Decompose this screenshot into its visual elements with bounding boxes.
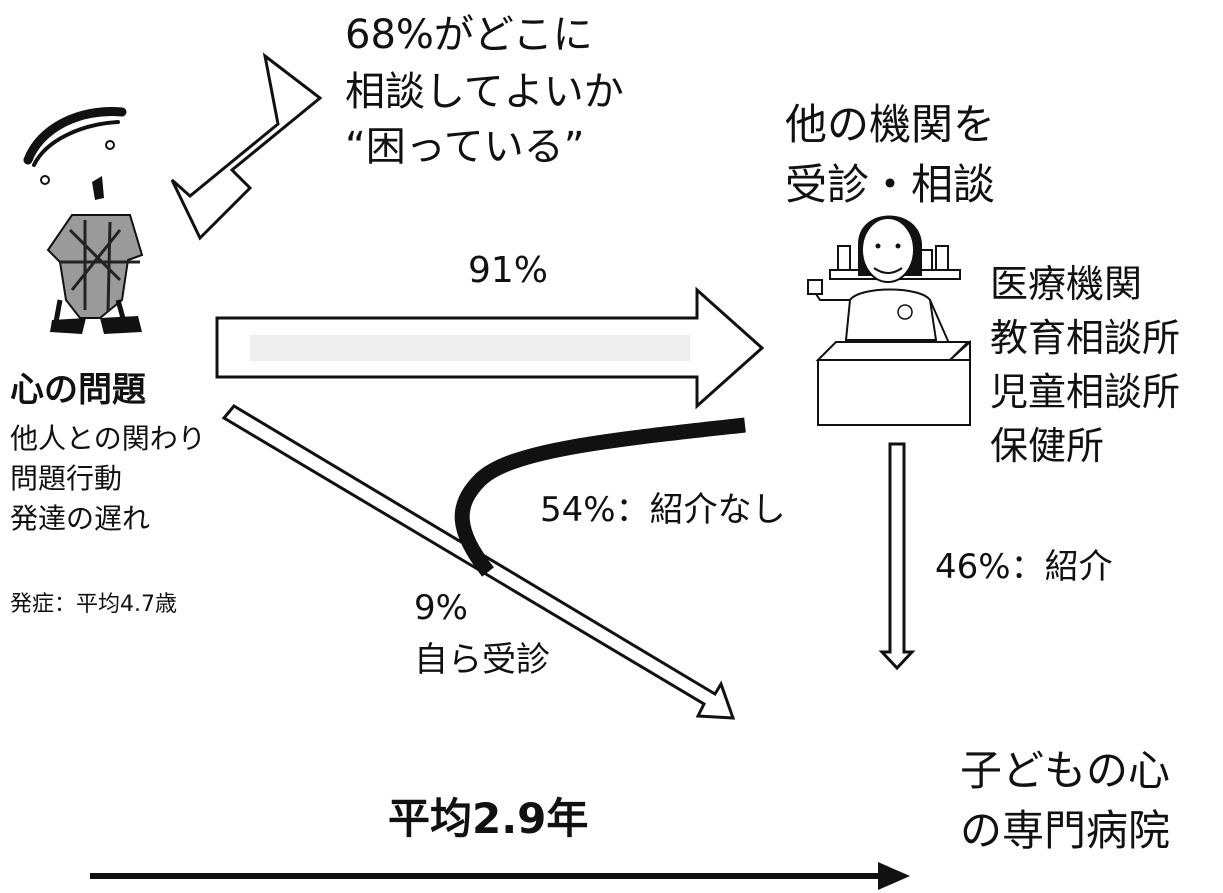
- arrow-91-texture: [250, 335, 690, 361]
- callout-line-3: “困っている”: [345, 124, 585, 170]
- label-self-percent: 9%: [414, 588, 468, 628]
- timeline-arrowhead: [878, 862, 910, 890]
- label-no-referral: 54%：紹介なし: [540, 490, 786, 530]
- label-self-visit: 自ら受診: [414, 640, 550, 680]
- institution-item: 医療機関: [990, 262, 1143, 306]
- arrow-referral: [878, 442, 916, 671]
- problem-title: 心の問題: [10, 370, 146, 410]
- label-referral: 46%：紹介: [935, 547, 1113, 587]
- label-91-percent: 91%: [468, 250, 549, 291]
- timeline-label: 平均2.9年: [388, 794, 589, 843]
- destination-line-1: 子どもの心: [960, 746, 1171, 795]
- problem-item: 他人との関わり: [10, 422, 206, 455]
- onset-label: 発症：平均4.7歳: [10, 592, 177, 617]
- receptionist-icon: [807, 215, 971, 426]
- institution-item: 児童相談所: [990, 370, 1181, 414]
- curve-no-referral: [454, 417, 746, 577]
- callout-line-2: 相談してよいか: [345, 69, 624, 115]
- callout-arrow: [170, 52, 323, 241]
- institution-item: 教育相談所: [990, 316, 1181, 360]
- callout-line-1: 68%がどこに: [345, 12, 593, 58]
- problem-item: 発達の遅れ: [10, 502, 151, 535]
- institutions-title-line-1: 他の機関を: [785, 100, 996, 149]
- arrow-91-percent: [215, 286, 765, 410]
- problem-item: 問題行動: [10, 462, 123, 495]
- destination-line-2: の専門病院: [960, 806, 1171, 855]
- child-figure-icon: [23, 106, 144, 334]
- institution-item: 保健所: [990, 424, 1105, 468]
- institutions-title-line-2: 受診・相談: [785, 160, 996, 209]
